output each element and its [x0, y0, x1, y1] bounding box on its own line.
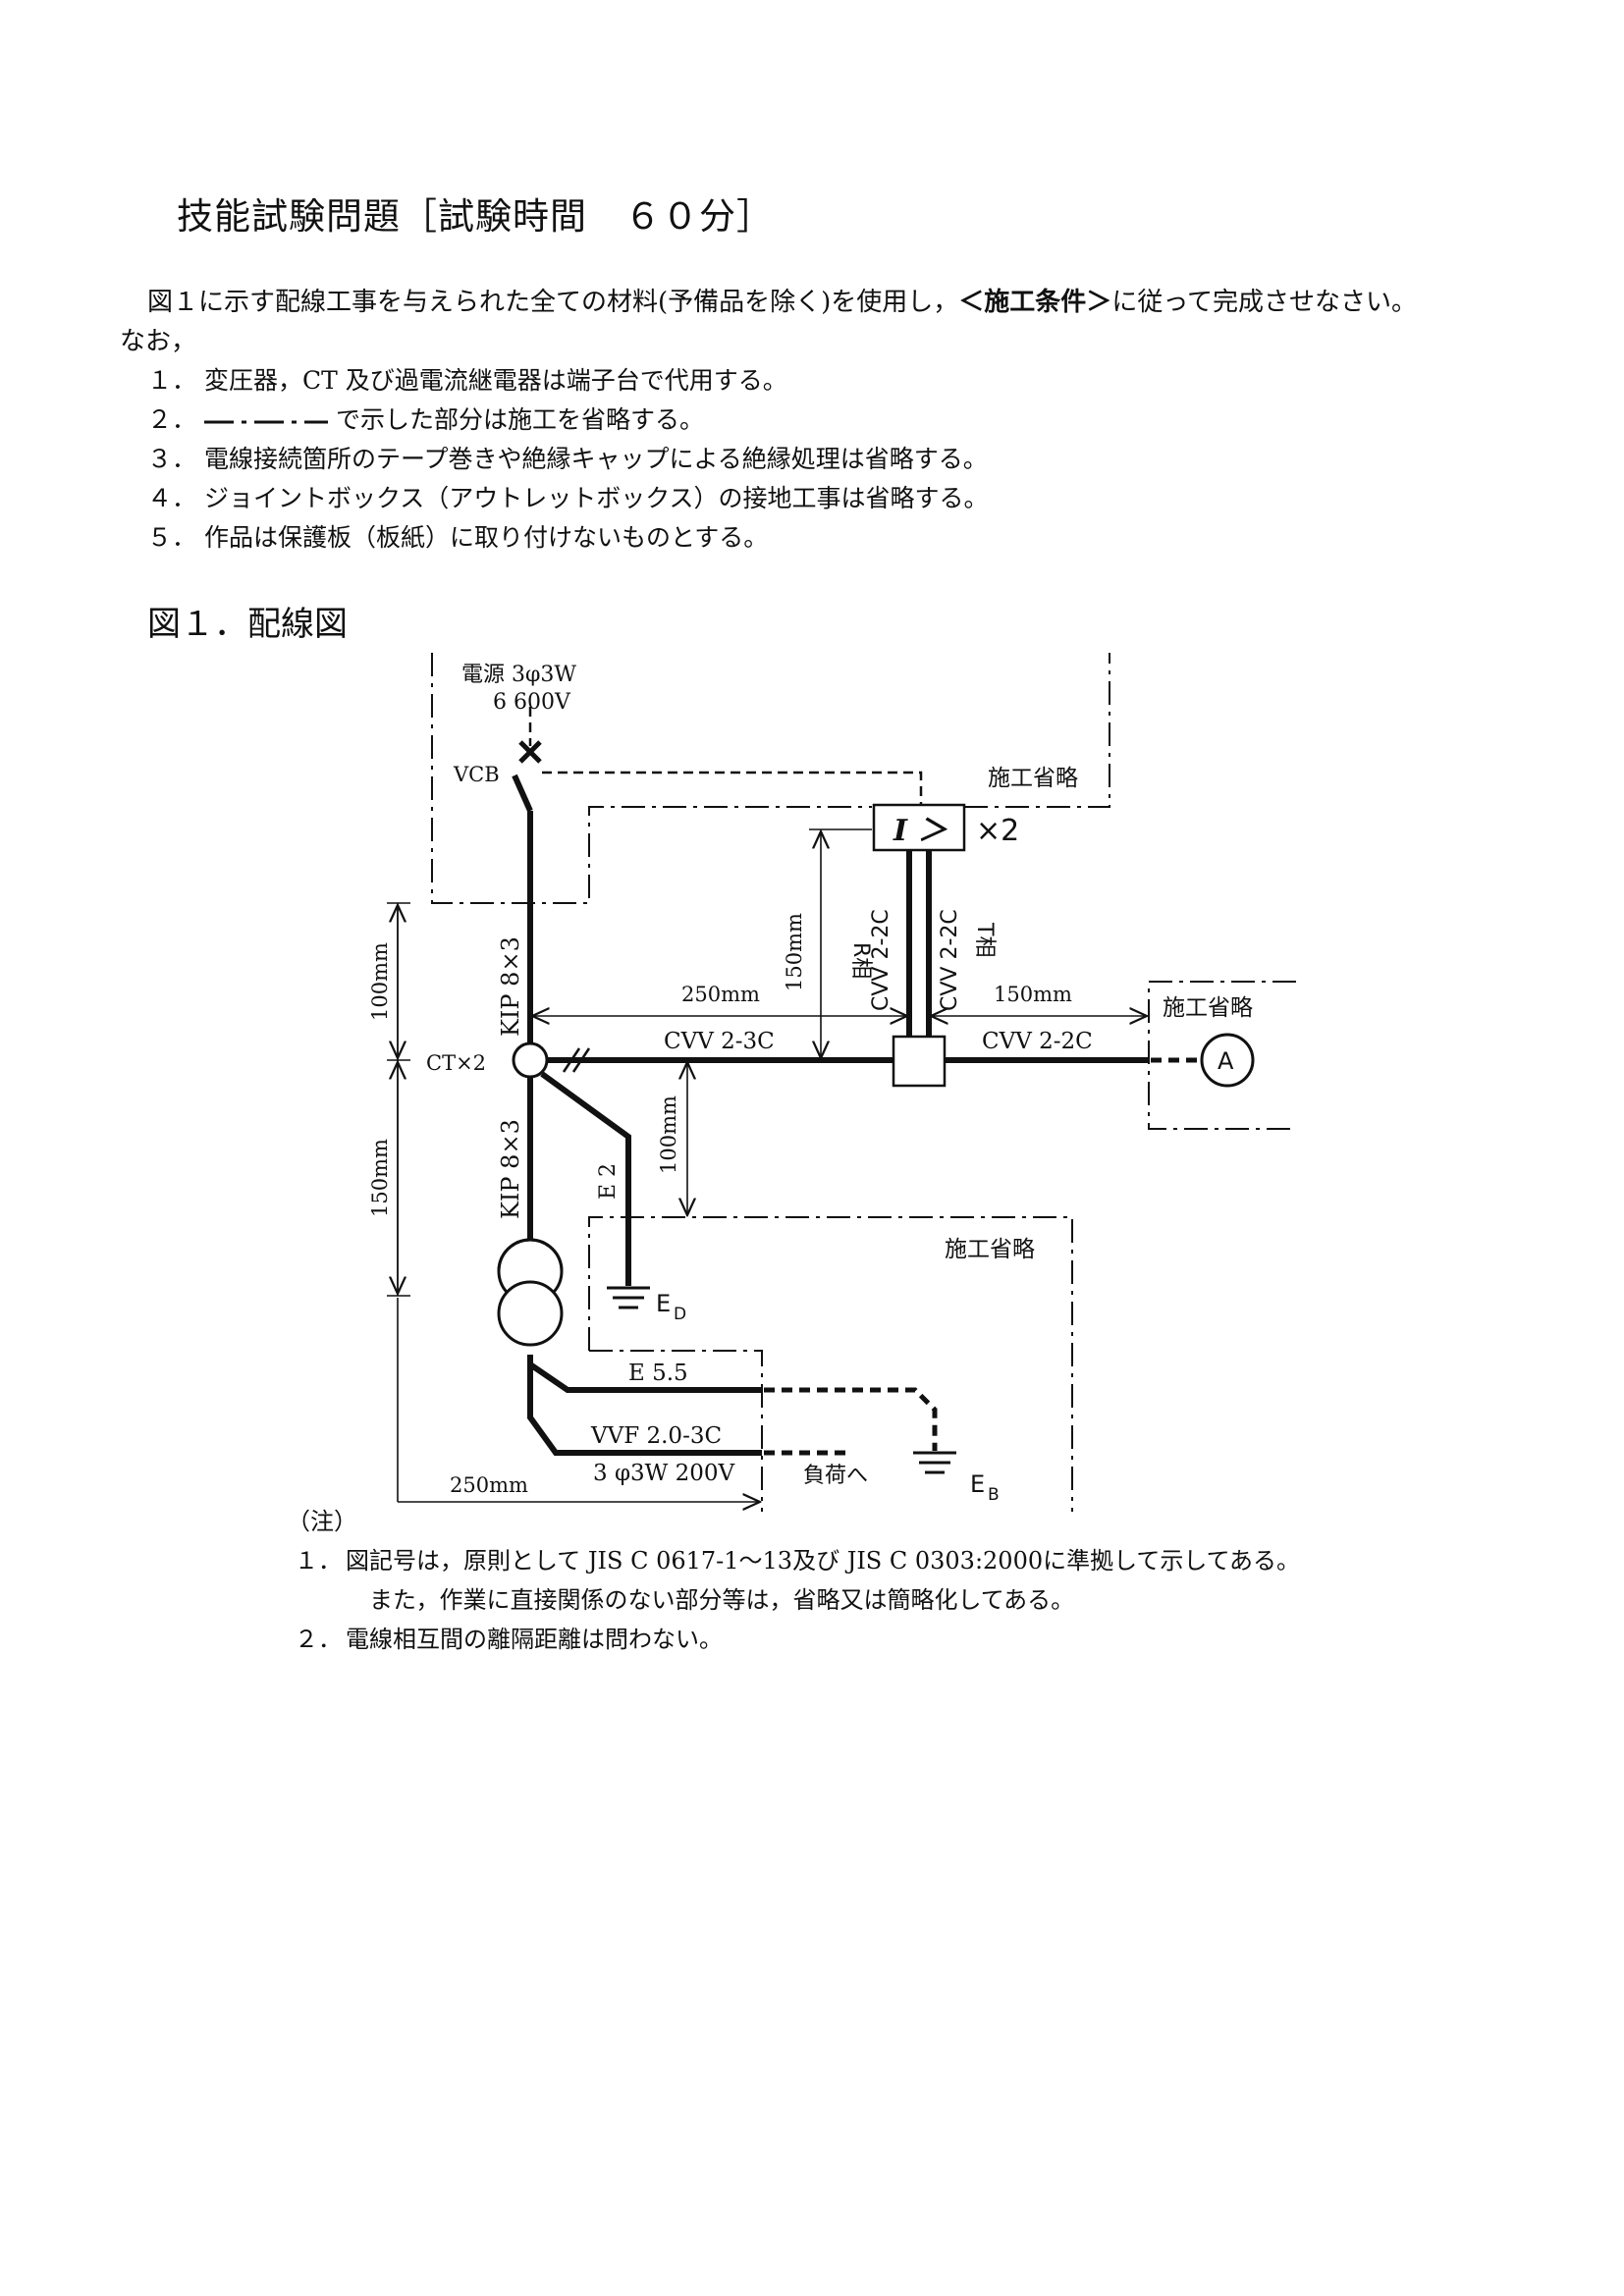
vvf-label: VVF 2.0-3C — [590, 1423, 722, 1449]
note-item: １．図記号は，原則として JIS C 0617-1～13及び JIS C 030… — [295, 1547, 1300, 1575]
omitted-region-top-right — [964, 653, 1110, 808]
dim-100-left-label: 100mm — [368, 942, 392, 1021]
omitted-line-legend-icon — [204, 420, 328, 423]
e2-label: E 2 — [596, 1163, 621, 1200]
omitted-label-right: 施工省略 — [1163, 995, 1253, 1021]
condition-item: ４．ジョイントボックス（アウトレットボックス）の接地工事は省略する。 — [147, 484, 989, 512]
r-phase-label: R相 — [848, 942, 873, 979]
ct-label: CT×2 — [426, 1051, 486, 1075]
condition-item: ３．電線接続箇所のテープ巻きや絶縁キャップによる絶縁処理は省略する。 — [147, 445, 988, 473]
control-wiring-dashed — [528, 707, 923, 810]
ct-symbol — [512, 1041, 549, 1079]
relay-count-label: ×2 — [976, 814, 1019, 848]
overcurrent-relay-box — [872, 803, 966, 852]
omitted-label-bottom: 施工省略 — [945, 1237, 1035, 1262]
kip-lower-label: KIP 8×3 — [497, 1119, 524, 1219]
dotted-continuations — [764, 1057, 1206, 1456]
condition-item: ５．作品は保護板（板紙）に取り付けないものとする。 — [147, 523, 769, 552]
transformer-symbol — [497, 1238, 564, 1347]
relay-symbol-label: I ＞ — [893, 814, 947, 848]
cvv-2c-right-label: CVV 2-2C — [982, 1029, 1093, 1054]
vcb-cross-icon — [518, 740, 542, 764]
intro-line-2: なお， — [120, 327, 197, 356]
cvv-rise-t-label: CVV 2-2C — [938, 909, 962, 1011]
ground-d-icon — [607, 1286, 650, 1309]
cvv-3c-label: CVV 2-3C — [664, 1029, 775, 1054]
ground-d-subscript: D — [674, 1305, 686, 1324]
page-title: 技能試験問題［試験時間 ６０分］ — [177, 195, 774, 238]
vcb-label: VCB — [453, 763, 500, 786]
conditions-list: １．変圧器，CT 及び過電流継電器は端子台で代用する。 ２． で示した部分は施工… — [147, 361, 989, 558]
ct-slash-marks — [562, 1047, 591, 1073]
dim-250-h-label: 250mm — [681, 983, 760, 1006]
note-item: ２．電線相互間の離隔距離は問わない。 — [295, 1626, 723, 1653]
ground-d-label: E — [656, 1290, 671, 1317]
figure-notes: （注） １．図記号は，原則として JIS C 0617-1～13及び JIS C… — [287, 1502, 1300, 1659]
dimension-lines — [387, 828, 1147, 1502]
three-phase-200v-label: 3 φ3W 200V — [593, 1461, 735, 1486]
ground-b-icon — [913, 1451, 956, 1474]
figure-title: 図１．配線図 — [147, 605, 348, 644]
dim-150-vertical-label: 150mm — [783, 913, 806, 991]
secondary-e55 — [527, 1355, 762, 1393]
note-item-continuation: また，作業に直接関係のない部分等は，省略又は簡略化してある。 — [369, 1586, 1075, 1614]
secondary-vvf — [527, 1364, 762, 1456]
omitted-label-top: 施工省略 — [988, 766, 1078, 791]
dim-250-bottom-label: 250mm — [450, 1473, 528, 1497]
ground-b-subscript: B — [988, 1485, 1000, 1505]
construction-conditions-label: ＜施工条件＞ — [958, 288, 1112, 317]
condition-item: ２． で示した部分は施工を省略する。 — [147, 405, 704, 434]
notes-head: （注） — [287, 1508, 357, 1535]
e55-label: E 5.5 — [628, 1361, 688, 1386]
main-conductors — [512, 774, 1149, 1456]
e2-conductor — [540, 1071, 631, 1286]
dim-150-h-label: 150mm — [994, 983, 1072, 1006]
kip-upper-label: KIP 8×3 — [497, 936, 524, 1037]
ground-b-label: E — [970, 1470, 985, 1498]
omitted-region-right — [1148, 981, 1296, 1130]
intro-line-1: 図１に示す配線工事を与えられた全ての材料(予備品を除く)を使用し，＜施工条件＞に… — [147, 288, 1418, 317]
omitted-region-top — [431, 653, 872, 904]
dim-150-left-label: 150mm — [368, 1139, 392, 1217]
cvv-rise-r-label: CVV 2-2C — [869, 909, 893, 1011]
dim-100-mid-label: 100mm — [657, 1095, 680, 1174]
joint-box — [892, 1035, 947, 1088]
condition-item: １．変圧器，CT 及び過電流継電器は端子台で代用する。 — [147, 366, 787, 395]
load-label: 負荷へ — [803, 1464, 868, 1488]
omitted-region-bottom — [588, 1216, 1073, 1512]
vcb-blade — [512, 774, 533, 813]
t-phase-label: T相 — [972, 922, 997, 957]
power-source-label-1: 電源 3φ3W — [461, 663, 576, 687]
omitted-regions — [431, 653, 1296, 1512]
intro-text: 図１に示す配線工事を与えられた全ての材料(予備品を除く)を使用し，＜施工条件＞に… — [147, 283, 1417, 322]
ammeter-symbol — [1200, 1033, 1255, 1088]
ammeter-label: A — [1218, 1047, 1234, 1075]
omitted-region-bottom-inner — [589, 1350, 763, 1512]
power-source-label-2: 6 600V — [493, 690, 571, 715]
